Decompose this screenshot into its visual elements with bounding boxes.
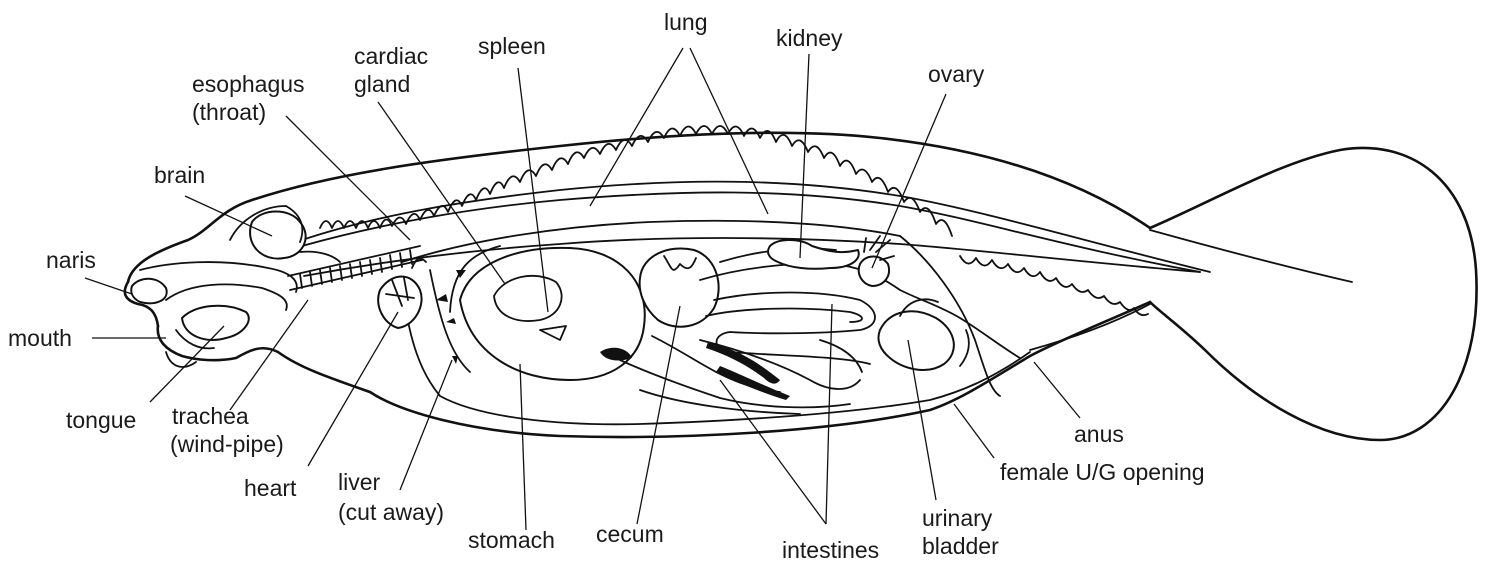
label-brain: brain [154,162,205,188]
stomach [450,246,645,380]
label-urinary-bladder-2: bladder [922,533,999,559]
kidney-shape [768,240,859,269]
rear-organs [768,236,1020,370]
label-spleen: spleen [478,33,546,59]
label-trachea-1: trachea [172,403,249,429]
label-esophagus-1: esophagus [192,71,305,97]
label-kidney: kidney [776,25,843,51]
body-outline [125,133,1477,440]
label-ovary: ovary [928,61,985,87]
label-naris: naris [46,247,96,273]
label-heart: heart [244,475,297,501]
bladder-shape [878,311,953,370]
label-urinary-bladder-1: urinary [922,505,993,531]
label-mouth: mouth [8,325,72,351]
label-stomach: stomach [468,527,555,553]
label-trachea-2: (wind-pipe) [170,431,284,457]
ovary-shape [859,257,889,287]
label-cecum: cecum [596,521,664,547]
label-tongue: tongue [66,407,136,433]
label-cardiac-gland-2: gland [354,71,410,97]
brain-shape [250,212,306,259]
label-anus: anus [1074,421,1124,447]
label-liver-1: liver [338,469,381,495]
label-lung: lung [664,9,707,35]
label-intestines: intestines [782,537,879,563]
label-esophagus-2: (throat) [192,99,266,125]
label-female-ug-opening: female U/G opening [1000,459,1205,485]
label-cardiac-gland-1: cardiac [354,43,428,69]
label-liver-2: (cut away) [338,499,444,525]
